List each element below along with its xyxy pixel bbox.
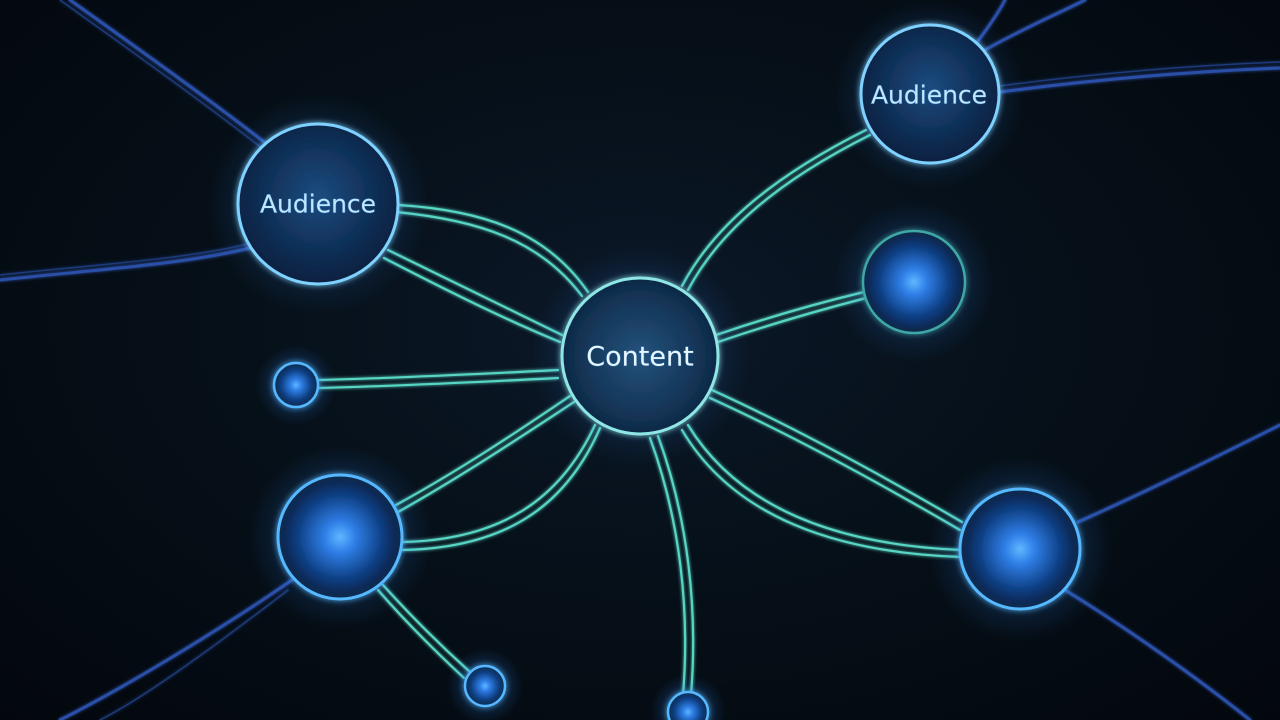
content-label: Content	[586, 342, 693, 373]
audience-right-label: Audience	[871, 81, 987, 110]
audience-left-label: Audience	[260, 190, 376, 219]
glow-node-lower-left	[276, 473, 404, 601]
tiny-node-bottom-center	[666, 690, 710, 720]
edge-right-mid	[1076, 423, 1280, 524]
edge-right-top-inner	[999, 61, 1280, 87]
edge-center-to-lower-left-d	[400, 426, 602, 552]
edge-center-to-bottom-b	[656, 434, 695, 697]
edge-center-to-tiny-left-b	[316, 376, 560, 390]
edge-center-to-lower-left-a	[394, 394, 572, 507]
edge-right-top	[998, 66, 1280, 94]
edge-center-to-lower-left-b	[396, 400, 576, 514]
edge-left-mid-inner	[0, 243, 249, 276]
edge-left-mid	[0, 246, 252, 282]
edge-top-left	[68, 0, 270, 147]
edge-top-left-inner	[59, 0, 263, 149]
edge-center-to-lower-right-d	[680, 428, 964, 559]
edge-center-to-lower-left-c	[400, 423, 597, 544]
edge-center-to-lower-right-a	[710, 388, 964, 524]
edge-center-to-bottom-a	[648, 436, 687, 697]
edge-bottom-left-outer	[99, 589, 289, 720]
tiny-node-left	[272, 361, 320, 409]
audience-node-right: Audience	[859, 23, 1001, 165]
tiny-node-bottom-left	[463, 664, 507, 708]
glow-node-upper-right	[861, 229, 967, 335]
audience-node-left: Audience	[236, 122, 400, 286]
glow-node-lower-right	[958, 487, 1082, 611]
edge-right-low	[1063, 588, 1252, 720]
edge-center-to-lower-right-c	[686, 423, 964, 552]
edge-bottom-left	[58, 578, 294, 720]
content-node-center: Content	[560, 276, 720, 436]
edge-center-to-lower-right-b	[708, 396, 962, 532]
edge-center-to-tiny-left-a	[316, 368, 560, 382]
